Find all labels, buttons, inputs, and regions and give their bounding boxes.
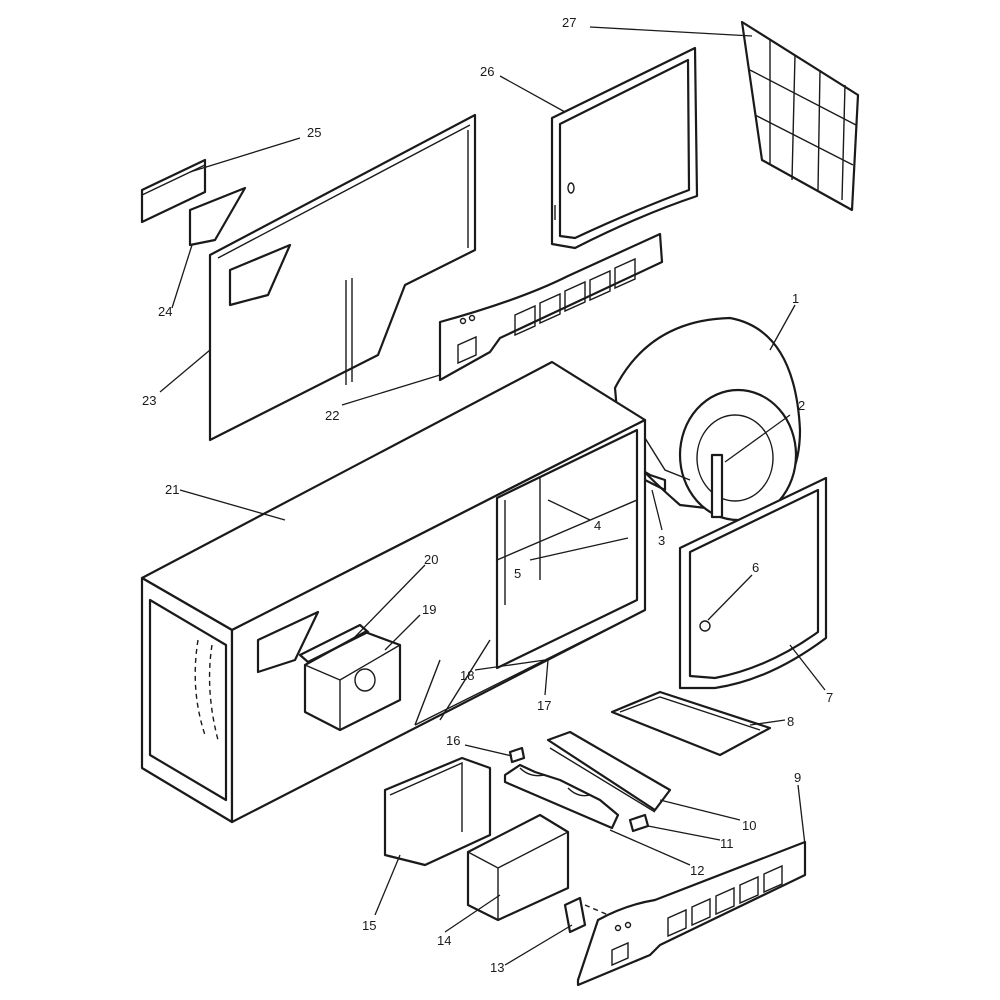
part-24-plate bbox=[188, 186, 247, 247]
callout-labels: 1 2 3 4 5 6 7 8 9 10 11 12 13 14 15 16 1… bbox=[142, 15, 833, 975]
leader-23 bbox=[159, 349, 211, 393]
part-19-control-box bbox=[303, 630, 402, 732]
part-23-side-panel bbox=[208, 113, 477, 442]
callout-21: 21 bbox=[165, 482, 179, 497]
part-8-drip-tray bbox=[610, 690, 772, 757]
leader-5 bbox=[529, 537, 629, 561]
part-27-filter-grille bbox=[740, 20, 860, 212]
leader-16 bbox=[464, 744, 513, 757]
leader-2 bbox=[724, 414, 791, 463]
callout-16: 16 bbox=[446, 733, 460, 748]
callout-23: 23 bbox=[142, 393, 156, 408]
leader-14 bbox=[444, 894, 501, 933]
callout-25: 25 bbox=[307, 125, 321, 140]
leader-7 bbox=[789, 644, 826, 691]
callout-15: 15 bbox=[362, 918, 376, 933]
callout-11: 11 bbox=[720, 836, 734, 851]
part-10-channel bbox=[546, 730, 672, 813]
callout-27: 27 bbox=[562, 15, 576, 30]
leader-9 bbox=[797, 784, 806, 846]
leader-25 bbox=[189, 137, 301, 173]
leader-20 bbox=[351, 564, 426, 641]
leader-19 bbox=[384, 614, 421, 651]
callout-17: 17 bbox=[537, 698, 551, 713]
callout-4: 4 bbox=[594, 518, 601, 533]
leader-26 bbox=[499, 75, 566, 113]
callout-8: 8 bbox=[787, 714, 794, 729]
part-25-strip bbox=[140, 158, 207, 224]
leader-11 bbox=[647, 825, 721, 841]
leader-3 bbox=[651, 489, 663, 531]
leader-12 bbox=[609, 829, 691, 866]
leader-17 bbox=[544, 659, 549, 696]
callout-26: 26 bbox=[480, 64, 494, 79]
part-20-control-cover bbox=[298, 623, 370, 664]
part-11-clip bbox=[628, 813, 650, 833]
callout-18: 18 bbox=[460, 668, 474, 683]
callout-6: 6 bbox=[752, 560, 759, 575]
callout-14: 14 bbox=[437, 933, 451, 948]
callout-13: 13 bbox=[490, 960, 504, 975]
part-1-blower-housing bbox=[613, 316, 802, 522]
callout-12: 12 bbox=[690, 863, 704, 878]
callout-22: 22 bbox=[325, 408, 339, 423]
part-14-cover-box bbox=[466, 813, 570, 922]
part-16-small-clip bbox=[508, 746, 526, 764]
callout-1: 1 bbox=[792, 291, 799, 306]
leader-15 bbox=[374, 854, 401, 916]
callout-2: 2 bbox=[798, 398, 805, 413]
part-26-door-panel bbox=[550, 46, 699, 250]
leader-lines bbox=[159, 26, 826, 966]
leader-13 bbox=[504, 924, 573, 966]
part-2-motor-bracket bbox=[710, 453, 724, 519]
part-15-shroud bbox=[383, 756, 492, 867]
callout-20: 20 bbox=[424, 552, 438, 567]
leader-22 bbox=[341, 374, 441, 406]
callout-9: 9 bbox=[794, 770, 801, 785]
callout-7: 7 bbox=[826, 690, 833, 705]
leader-18 bbox=[474, 659, 546, 671]
callout-10: 10 bbox=[742, 818, 756, 833]
part-9-louvered-panel bbox=[576, 840, 807, 987]
part-22-louvered-panel bbox=[438, 232, 664, 382]
callout-19: 19 bbox=[422, 602, 436, 617]
part-7-side-door bbox=[678, 476, 828, 690]
leader-27 bbox=[589, 26, 753, 37]
callout-24: 24 bbox=[158, 304, 172, 319]
leader-10 bbox=[659, 799, 741, 821]
callout-3: 3 bbox=[658, 533, 665, 548]
leader-1 bbox=[769, 304, 796, 351]
part-12-cradle bbox=[503, 763, 620, 830]
leader-8 bbox=[749, 719, 786, 726]
leader-6 bbox=[707, 574, 753, 621]
leader-24 bbox=[171, 244, 193, 309]
leader-21 bbox=[179, 489, 286, 521]
leader-4 bbox=[547, 499, 591, 521]
callout-5: 5 bbox=[514, 566, 521, 581]
